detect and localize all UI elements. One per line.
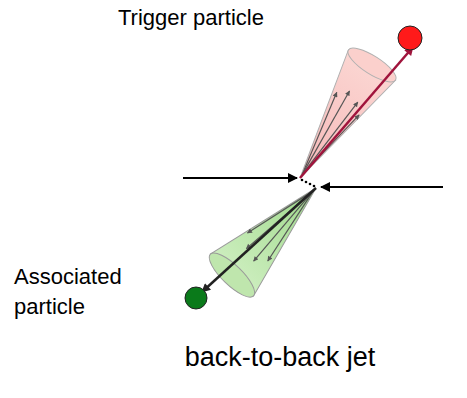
beam-arrow: [321, 186, 443, 188]
collision-point: [301, 179, 316, 188]
away-side-jet-cone: [203, 167, 337, 303]
trigger-particle-dot: [398, 26, 422, 50]
beam-arrow: [183, 177, 297, 179]
associated-label: Associated particle: [14, 262, 139, 321]
associated-particle-dot: [185, 287, 207, 309]
associated-arrow: [202, 188, 316, 292]
trigger-arrow: [300, 47, 413, 178]
near-side-jet-cone: [276, 42, 400, 193]
trigger-label: Trigger particle: [118, 3, 264, 33]
caption: back-to-back jet: [185, 342, 376, 373]
